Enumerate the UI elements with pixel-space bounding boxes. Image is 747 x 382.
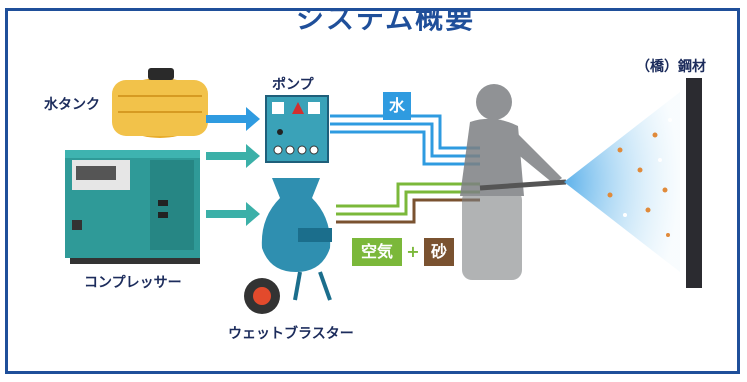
input-arrows	[206, 107, 260, 226]
spray-lance	[479, 179, 567, 191]
operator-silhouette-icon	[460, 84, 562, 280]
plus-sign: +	[406, 242, 420, 261]
diagram-title: システム概要	[295, 8, 476, 35]
wet-blaster-icon	[244, 178, 332, 314]
compressor-label: コンプレッサー	[84, 275, 182, 291]
water-tank-label: 水タンク	[44, 97, 100, 113]
pump-icon	[265, 95, 329, 163]
wet-blaster-label: ウェットブラスター	[228, 326, 354, 342]
sand-line	[336, 198, 480, 224]
water-tank-icon	[112, 68, 208, 138]
water-line	[330, 114, 480, 166]
pump-label: ポンプ	[272, 77, 314, 93]
sand-tag: 砂	[424, 238, 454, 266]
water-tag: 水	[383, 92, 411, 120]
air-line	[336, 182, 480, 216]
steel-label: （橋）鋼材	[636, 59, 706, 75]
title-background: システム概要	[273, 8, 498, 37]
spray-icon	[564, 92, 680, 272]
steel-plate-icon	[686, 78, 702, 288]
compressor-icon	[65, 150, 200, 264]
air-tag: 空気	[352, 238, 402, 266]
